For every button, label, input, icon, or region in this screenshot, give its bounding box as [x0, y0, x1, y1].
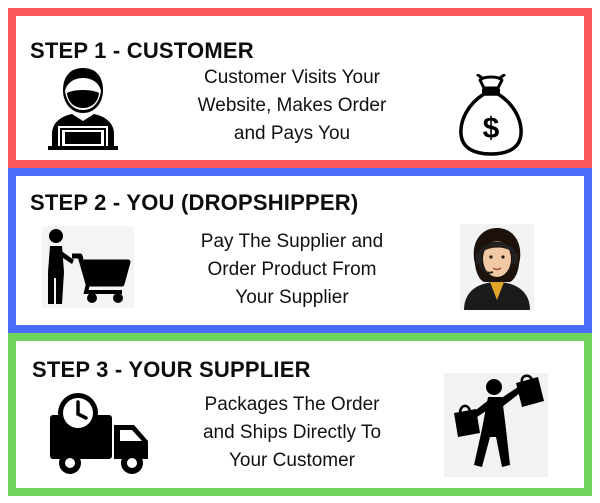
- step-1-line-1: Customer Visits Your: [203, 67, 380, 88]
- step-1-title: STEP 1 - CUSTOMER: [30, 38, 254, 63]
- step-2-panel: STEP 2 - YOU (DROPSHIPPER) Pay The Suppl…: [8, 168, 592, 333]
- support-agent-icon: [460, 224, 534, 310]
- step-3-line-1: Packages The Order: [204, 394, 380, 415]
- shopping-cart-person-icon: [42, 226, 134, 308]
- step-2-line-1: Pay The Supplier and: [200, 231, 384, 252]
- step-3-panel: STEP 3 - YOUR SUPPLIER Packages The Orde…: [8, 333, 592, 496]
- step-3-title: STEP 3 - YOUR SUPPLIER: [32, 357, 311, 382]
- step-3-description: Packages The Order and Ships Directly To…: [182, 391, 402, 475]
- delivery-truck-clock-icon: [50, 393, 148, 474]
- step-3-line-2: and Ships Directly To: [202, 422, 382, 443]
- step-1-panel: STEP 1 - CUSTOMER Customer Visits Your W…: [8, 8, 592, 168]
- money-bag-symbol: $: [483, 112, 500, 145]
- step-1-line-2: Website, Makes Order: [197, 95, 387, 116]
- money-bag-icon: $: [459, 74, 523, 156]
- step-1-description: Customer Visits Your Website, Makes Orde…: [182, 64, 402, 148]
- step-2-line-3: Your Supplier: [235, 287, 349, 308]
- step-3-line-3: Your Customer: [228, 450, 356, 471]
- customer-laptop-icon: [48, 68, 118, 150]
- step-2-line-2: Order Product From: [207, 259, 377, 280]
- step-2-description: Pay The Supplier and Order Product From …: [182, 228, 402, 312]
- step-2-title: STEP 2 - YOU (DROPSHIPPER): [30, 190, 359, 215]
- step-1-line-3: and Pays You: [233, 123, 351, 144]
- shopper-bags-icon: [444, 373, 548, 477]
